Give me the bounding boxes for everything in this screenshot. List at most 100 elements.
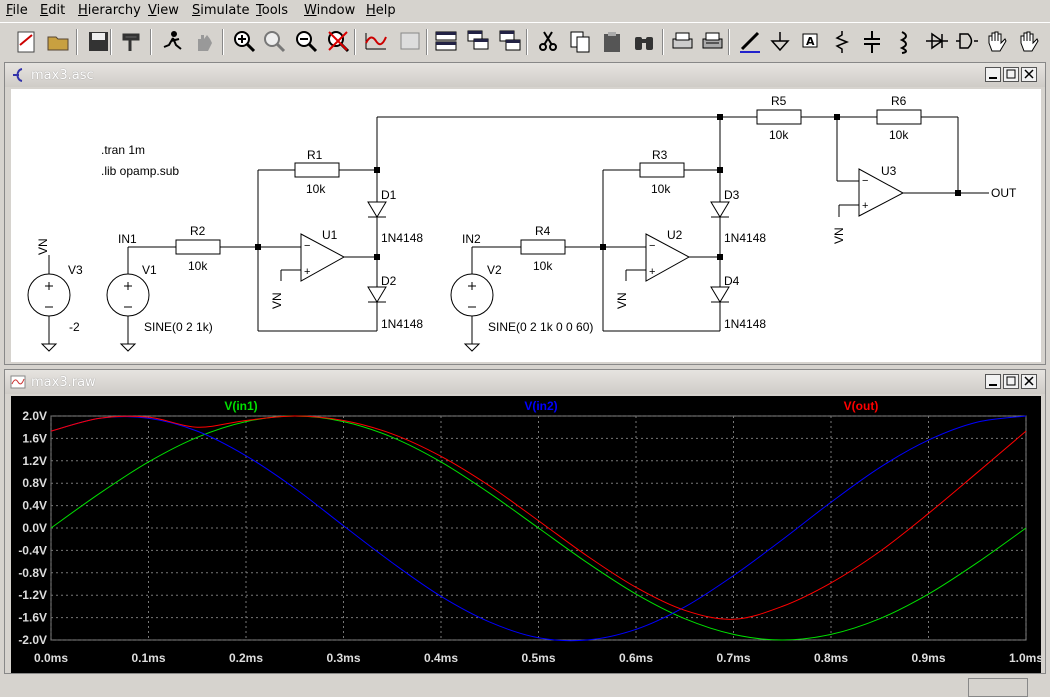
r5-value: 10k (769, 128, 789, 142)
zoom-in-icon[interactable] (232, 29, 258, 55)
x-tick-label: 0.9ms (911, 651, 945, 665)
maximize-button[interactable] (1003, 67, 1019, 82)
waveform-titlebar: max3.raw (5, 370, 1045, 394)
tile-vertical-icon[interactable] (498, 29, 524, 55)
y-tick-label: -1.6V (18, 611, 47, 625)
toolbar-separator (222, 29, 224, 55)
y-tick-label: -1.2V (18, 588, 47, 602)
zoom-out-icon[interactable] (294, 29, 320, 55)
maximize-button[interactable] (1003, 374, 1019, 389)
menu-bar: File Edit Hierarchy View Simulate Tools Window… (0, 0, 1050, 22)
close-button[interactable] (1021, 374, 1037, 389)
cut-scissors-icon[interactable] (536, 29, 562, 55)
menu-tools[interactable]: Tools (256, 3, 289, 18)
svg-text:+: + (862, 200, 868, 212)
new-schematic-icon[interactable] (14, 29, 40, 55)
x-tick-label: 0.7ms (716, 651, 750, 665)
v1-value: SINE(0 2 1k) (144, 320, 213, 334)
r5-name: R5 (771, 94, 787, 108)
x-tick-label: 0.3ms (326, 651, 360, 665)
toolbar-separator (728, 29, 730, 55)
inductor-icon[interactable] (892, 29, 918, 55)
y-tick-label: 0.8V (22, 476, 47, 490)
r1-value: 10k (306, 182, 326, 196)
copy-icon[interactable] (568, 29, 594, 55)
net-label-in2: IN2 (462, 232, 481, 246)
move-hand-icon[interactable] (984, 29, 1010, 55)
svg-text:A: A (806, 35, 815, 48)
halt-hand-icon[interactable] (192, 29, 218, 55)
print-setup-icon[interactable] (700, 29, 726, 55)
minimize-button[interactable] (985, 374, 1001, 389)
drag-hand-icon[interactable] (1016, 29, 1042, 55)
control-panel-hammer-icon[interactable] (120, 29, 146, 55)
menu-help[interactable]: Help (366, 3, 396, 18)
toolbar-separator (110, 29, 112, 55)
directive-lib: .lib opamp.sub (101, 164, 179, 178)
menu-edit[interactable]: Edit (40, 3, 66, 18)
view-ac-icon[interactable] (398, 29, 424, 55)
menu-simulate[interactable]: Simulate (192, 3, 250, 18)
zoom-pan-icon[interactable] (262, 29, 288, 55)
waveform-icon (10, 374, 26, 394)
open-folder-icon[interactable] (46, 29, 72, 55)
u1-name: U1 (322, 228, 338, 242)
paste-icon[interactable] (600, 29, 626, 55)
status-panel (968, 678, 1028, 697)
run-simulation-icon[interactable] (160, 29, 186, 55)
y-tick-label: -0.8V (18, 566, 47, 580)
r3-name: R3 (652, 148, 668, 162)
toolbar-separator (354, 29, 356, 55)
directive-tran: .tran 1m (101, 143, 145, 157)
toolbar: A (0, 22, 1050, 61)
d2-name: D2 (381, 274, 397, 288)
autorange-icon[interactable] (364, 29, 390, 55)
v2-value: SINE(0 2 1k 0 0 60) (488, 320, 593, 334)
close-button[interactable] (1021, 67, 1037, 82)
print-icon[interactable] (670, 29, 696, 55)
r3-value: 10k (651, 182, 671, 196)
v1-name: V1 (142, 263, 157, 277)
legend-vin1: V(in1) (224, 399, 257, 413)
x-tick-label: 0.6ms (619, 651, 653, 665)
resistor-icon[interactable] (830, 29, 856, 55)
trace-vout (50, 415, 1027, 620)
cascade-icon[interactable] (466, 29, 492, 55)
menu-window[interactable]: Window (304, 3, 356, 18)
x-tick-label: 1.0ms (1009, 651, 1041, 665)
net-label-in1: IN1 (118, 232, 137, 246)
x-tick-label: 0.2ms (229, 651, 263, 665)
menu-file[interactable]: File (6, 3, 28, 18)
net-label-vn-v3: VN (36, 238, 50, 255)
legend-vout: V(out) (844, 399, 879, 413)
find-binoculars-icon[interactable] (632, 29, 658, 55)
capacitor-icon[interactable] (860, 29, 886, 55)
u3-name: U3 (881, 164, 897, 178)
y-tick-label: 0.4V (22, 499, 47, 513)
tile-horizontal-icon[interactable] (434, 29, 460, 55)
ground-icon[interactable] (768, 29, 794, 55)
r6-name: R6 (891, 94, 907, 108)
diode-icon[interactable] (924, 29, 950, 55)
menu-view[interactable]: View (148, 3, 179, 18)
d3-value: 1N4148 (724, 231, 766, 245)
schematic-icon (10, 67, 26, 87)
window-title: max3.raw (31, 375, 96, 390)
status-bar (0, 675, 1050, 697)
minimize-button[interactable] (985, 67, 1001, 82)
svg-text:−: − (862, 175, 868, 187)
save-icon[interactable] (86, 29, 112, 55)
draw-wire-icon[interactable] (738, 29, 764, 55)
zoom-cancel-icon[interactable] (326, 29, 352, 55)
x-tick-label: 0.4ms (424, 651, 458, 665)
label-net-icon[interactable]: A (798, 29, 824, 55)
component-icon[interactable] (954, 29, 980, 55)
menu-hierarchy[interactable]: Hierarchy (78, 3, 141, 18)
net-label-vn-u2: VN (615, 292, 629, 309)
schematic-window: max3.asc (4, 62, 1046, 365)
toolbar-separator (76, 29, 78, 55)
schematic-canvas[interactable]: −+ −+ −+ .tran 1m .lib opamp.sub VN V3 -… (11, 89, 1041, 362)
toolbar-separator (426, 29, 428, 55)
y-tick-label: -0.4V (18, 543, 47, 557)
